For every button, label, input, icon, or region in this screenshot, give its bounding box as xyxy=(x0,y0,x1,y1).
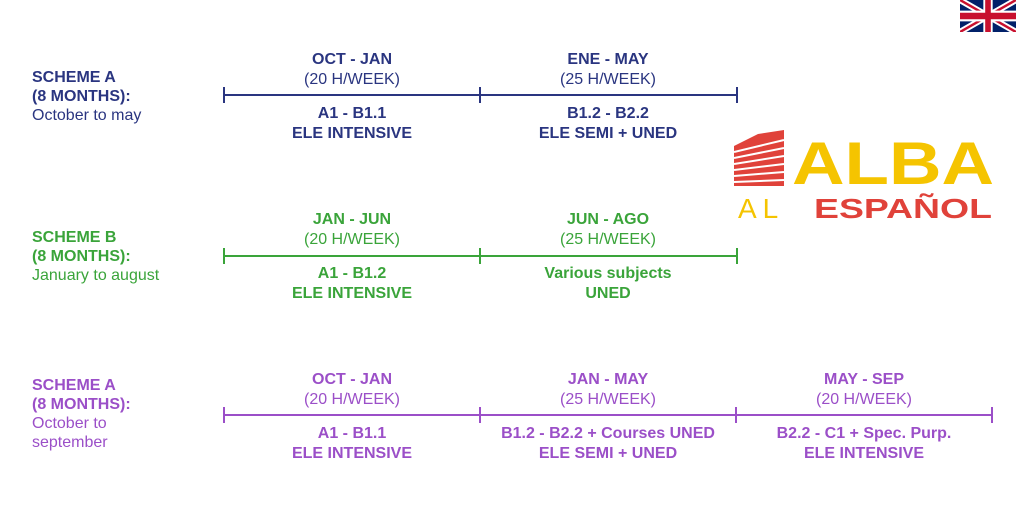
logo-espanol-text: ESPAÑOL xyxy=(814,193,992,224)
scheme-title: SCHEME A xyxy=(32,377,116,394)
logo-alba-text: ALBA xyxy=(792,130,994,197)
course-name: ELE INTENSIVE xyxy=(291,285,413,302)
period-dates: JUN - AGO xyxy=(566,211,650,228)
course-level: Various subjects xyxy=(544,265,672,282)
course-name: ELE INTENSIVE xyxy=(803,445,925,462)
period-dates: OCT - JAN xyxy=(312,51,392,68)
course-label: Various subjects UNED xyxy=(480,264,736,304)
logo-al-text: AL xyxy=(738,193,784,224)
building-icon xyxy=(733,130,785,186)
scheme-months: (8 MONTHS): xyxy=(32,88,131,105)
course-name: ELE SEMI + UNED xyxy=(538,445,678,462)
scheme-subtitle: september xyxy=(32,434,108,451)
course-level: B1.2 - B2.2 + Courses UNED xyxy=(501,425,715,442)
course-level: A1 - B1.1 xyxy=(317,425,387,442)
course-name: ELE SEMI + UNED xyxy=(538,125,678,142)
timeline-tick xyxy=(991,407,993,423)
course-level: A1 - B1.2 xyxy=(317,265,387,282)
timeline-tick xyxy=(223,87,225,103)
course-label: B1.2 - B2.2 + Courses UNED ELE SEMI + UN… xyxy=(480,424,736,464)
period-header: MAY - SEP (20 H/WEEK) xyxy=(744,370,984,410)
course-label: A1 - B1.2 ELE INTENSIVE xyxy=(224,264,480,304)
timeline-tick xyxy=(735,407,737,423)
timeline-tick xyxy=(479,407,481,423)
period-header: JAN - JUN (20 H/WEEK) xyxy=(232,210,472,250)
course-level: B1.2 - B2.2 xyxy=(567,105,649,122)
course-name: ELE INTENSIVE xyxy=(291,445,413,462)
scheme-months: (8 MONTHS): xyxy=(32,396,131,413)
uk-flag-icon[interactable] xyxy=(960,0,1016,32)
timeline-tick xyxy=(223,407,225,423)
period-dates: JAN - MAY xyxy=(567,371,649,388)
period-dates: JAN - JUN xyxy=(312,211,392,228)
timeline-bar xyxy=(223,407,993,423)
period-hours: (25 H/WEEK) xyxy=(559,231,656,248)
period-hours: (20 H/WEEK) xyxy=(303,71,400,88)
period-header: ENE - MAY (25 H/WEEK) xyxy=(488,50,728,90)
period-dates: MAY - SEP xyxy=(823,371,905,388)
scheme-3-label: SCHEME A (8 MONTHS): October to septembe… xyxy=(32,376,131,452)
timeline-bar xyxy=(223,87,738,103)
course-level: B2.2 - C1 + Spec. Purp. xyxy=(776,425,952,442)
period-hours: (25 H/WEEK) xyxy=(559,391,656,408)
timeline-line xyxy=(223,414,993,416)
scheme-2-label: SCHEME B (8 MONTHS): January to august xyxy=(32,228,159,285)
period-header: OCT - JAN (20 H/WEEK) xyxy=(232,370,472,410)
timeline-tick xyxy=(223,248,225,264)
timeline-tick xyxy=(736,248,738,264)
period-hours: (20 H/WEEK) xyxy=(303,391,400,408)
timeline-tick xyxy=(479,248,481,264)
period-header: JAN - MAY (25 H/WEEK) xyxy=(488,370,728,410)
timeline-bar xyxy=(223,248,738,264)
course-label: A1 - B1.1 ELE INTENSIVE xyxy=(224,104,480,144)
period-hours: (20 H/WEEK) xyxy=(303,231,400,248)
period-hours: (20 H/WEEK) xyxy=(815,391,912,408)
scheme-subtitle: January to august xyxy=(32,267,160,284)
period-dates: OCT - JAN xyxy=(312,371,392,388)
course-label: B2.2 - C1 + Spec. Purp. ELE INTENSIVE xyxy=(736,424,992,464)
course-name: ELE INTENSIVE xyxy=(291,125,413,142)
period-header: JUN - AGO (25 H/WEEK) xyxy=(488,210,728,250)
timeline-tick xyxy=(736,87,738,103)
scheme-title: SCHEME B xyxy=(32,229,117,246)
course-name: UNED xyxy=(585,285,631,302)
period-header: OCT - JAN (20 H/WEEK) xyxy=(232,50,472,90)
scheme-1-label: SCHEME A (8 MONTHS): October to may xyxy=(32,68,141,125)
period-hours: (25 H/WEEK) xyxy=(559,71,656,88)
scheme-title: SCHEME A xyxy=(32,69,116,86)
alba-al-espanol-logo: ALBA AL ESPAÑOL xyxy=(733,128,996,224)
course-label: A1 - B1.1 ELE INTENSIVE xyxy=(224,424,480,464)
period-dates: ENE - MAY xyxy=(567,51,649,68)
scheme-subtitle: October to xyxy=(32,415,107,432)
course-label: B1.2 - B2.2 ELE SEMI + UNED xyxy=(480,104,736,144)
timeline-tick xyxy=(479,87,481,103)
course-level: A1 - B1.1 xyxy=(317,105,387,122)
scheme-months: (8 MONTHS): xyxy=(32,248,131,265)
scheme-subtitle: October to may xyxy=(32,107,142,124)
